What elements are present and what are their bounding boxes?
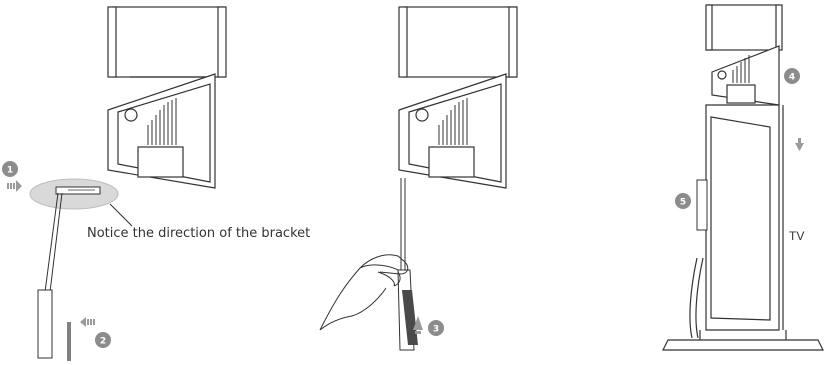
panel-1-wall-mount (108, 7, 226, 188)
arrow-step-1 (7, 180, 22, 192)
tv-label: TV (789, 229, 804, 243)
stand-rod (38, 193, 62, 358)
flat-strip (67, 322, 71, 361)
callout-text: Notice the direction of the bracket (87, 226, 310, 241)
wall-plate (113, 7, 225, 77)
wall-plate (404, 7, 516, 77)
svg-text:4: 4 (789, 73, 795, 83)
step-5-badge: 5 (675, 193, 691, 209)
arrow-step-2 (80, 317, 95, 327)
svg-text:3: 3 (433, 325, 439, 335)
tv-base (663, 340, 823, 350)
wall-plate (707, 5, 779, 50)
panel-2-insert-stand (399, 7, 517, 188)
step-1-badge: 1 (2, 161, 18, 177)
callout-leader (110, 204, 132, 226)
step-4-badge: 4 (784, 68, 800, 84)
step-2-badge: 2 (95, 332, 111, 348)
panel-3-final-assembly (663, 5, 823, 350)
side-strip (697, 180, 707, 230)
hand-outline (320, 255, 408, 330)
step-3-badge: 3 (428, 320, 444, 336)
bracket-piece (56, 187, 100, 194)
arrow-step-4 (795, 138, 804, 151)
svg-text:5: 5 (680, 198, 686, 208)
svg-text:2: 2 (100, 337, 106, 347)
svg-text:1: 1 (7, 166, 13, 176)
tv-body (706, 105, 779, 330)
